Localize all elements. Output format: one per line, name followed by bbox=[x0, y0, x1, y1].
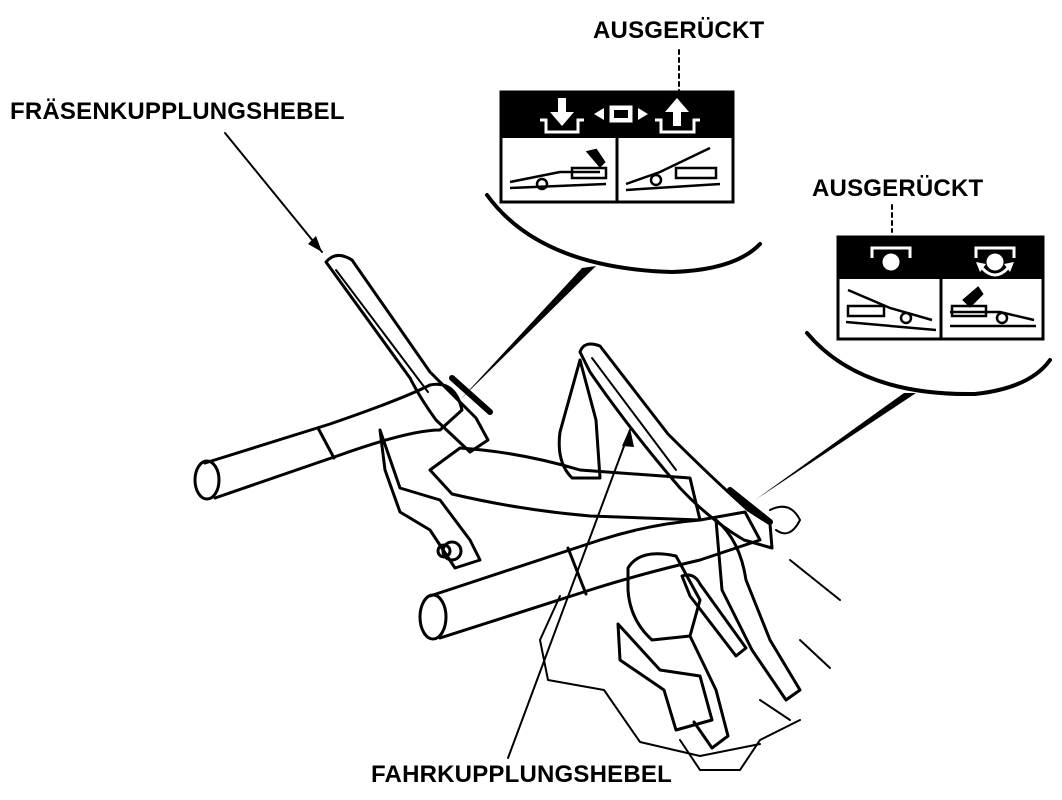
lower-linkage-2 bbox=[679, 719, 801, 771]
upper-handlebar bbox=[203, 382, 464, 500]
cable-pipe-2 bbox=[688, 634, 730, 750]
adjust-knob-cap bbox=[436, 543, 452, 559]
lever-released-icon bbox=[625, 146, 721, 192]
drive-lever-tip-mark bbox=[727, 487, 773, 525]
lever-pressed-icon bbox=[950, 286, 1036, 328]
arrow-down-icon bbox=[540, 98, 584, 134]
leader-tiller-lever bbox=[224, 132, 323, 253]
cable-pipe-1 bbox=[616, 622, 714, 732]
decal-tiller-clutch bbox=[499, 90, 735, 204]
lower-linkage bbox=[539, 595, 761, 757]
lower-grip-end bbox=[418, 593, 448, 641]
drive-clutch-lever-label: FAHRKUPPLUNGSHEBEL bbox=[371, 761, 672, 788]
decal-pointer-upper bbox=[460, 266, 596, 400]
lever-pressed-icon bbox=[509, 148, 608, 191]
lower-handlebar bbox=[428, 510, 762, 640]
left-bracket bbox=[378, 428, 482, 570]
leader-tiller-arrowhead bbox=[308, 236, 322, 252]
arrow-up-icon bbox=[655, 98, 700, 134]
disengaged-label-right: AUSGERÜCKT bbox=[812, 175, 984, 202]
drive-lever-side bbox=[557, 358, 602, 480]
upper-grip-edge bbox=[316, 426, 336, 460]
adjust-knob bbox=[441, 540, 463, 562]
cable-clip bbox=[680, 573, 748, 658]
wheel-rotate-icon bbox=[974, 246, 1016, 277]
center-crossbar bbox=[428, 446, 702, 522]
lever-released-icon bbox=[845, 288, 937, 332]
right-cable bbox=[714, 518, 802, 702]
decal-bubble-right bbox=[805, 331, 1052, 397]
right-frame-lines bbox=[759, 559, 841, 721]
tiller-clutch-lever-shape bbox=[324, 254, 490, 454]
tiller-lever-tip-mark bbox=[449, 375, 493, 415]
tiller-clutch-lever-label: FRÄSENKUPPLUNGSHEBEL bbox=[10, 98, 345, 125]
tiller-lever-inner bbox=[335, 269, 429, 393]
wheel-stop-icon bbox=[870, 246, 912, 271]
drive-clutch-lever-shape bbox=[578, 342, 774, 550]
decal-bubble-upper bbox=[485, 193, 762, 274]
disengaged-label-upper: AUSGERÜCKT bbox=[593, 17, 765, 44]
decal-drive-header bbox=[838, 237, 1043, 279]
right-frame bbox=[769, 505, 801, 535]
decal-drive-clutch bbox=[836, 235, 1045, 341]
leader-drive-lever bbox=[507, 429, 631, 759]
leader-drive-arrowhead bbox=[622, 428, 634, 447]
tine-shaft-icon bbox=[594, 105, 648, 123]
lower-grip-edge bbox=[566, 546, 588, 596]
decal-pointer-right bbox=[755, 393, 916, 500]
upper-grip-end bbox=[193, 459, 221, 501]
drive-lever-inner bbox=[591, 357, 677, 471]
